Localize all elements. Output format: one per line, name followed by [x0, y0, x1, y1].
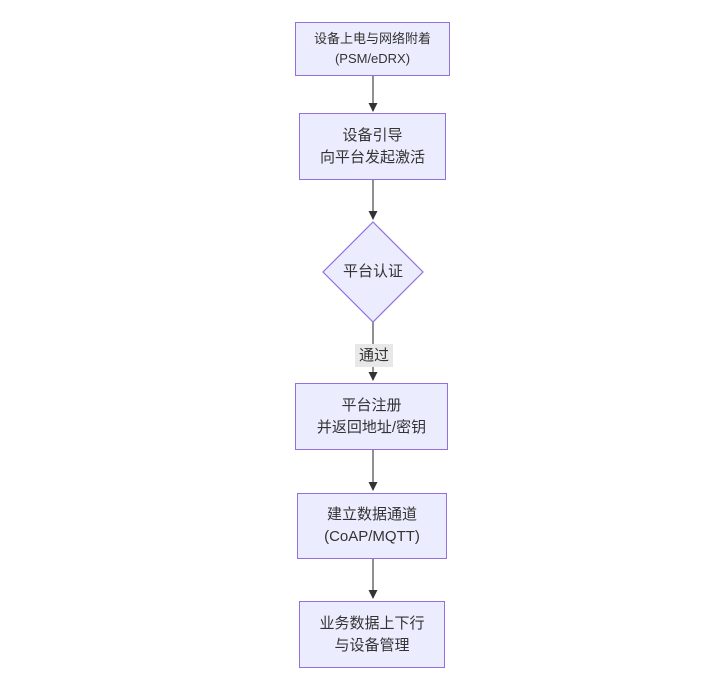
decision-platform-auth-shape	[322, 221, 424, 323]
node-service-data: 业务数据上下行 与设备管理	[299, 601, 445, 668]
node-text-line: (CoAP/MQTT)	[324, 528, 420, 545]
node-bootstrap: 设备引导 向平台发起激活	[299, 113, 446, 180]
decision-platform-auth-label: 平台认证	[342, 263, 403, 280]
node-power-attach: 设备上电与网络附着 (PSM/eDRX)	[295, 22, 450, 76]
node-text-line: 与设备管理	[334, 636, 410, 654]
node-text-line: 向平台发起激活	[319, 148, 425, 166]
node-text-line: 平台注册	[341, 396, 402, 414]
node-text-line: 设备上电与网络附着	[313, 31, 431, 46]
node-text-line: (PSM/eDRX)	[334, 51, 411, 66]
node-platform-register: 平台注册 并返回地址/密钥	[295, 383, 448, 450]
node-text-line: 并返回地址/密钥	[316, 418, 427, 436]
node-text-line: 建立数据通道	[326, 506, 417, 523]
node-text-line: 设备引导	[342, 126, 403, 144]
edge-label-pass: 通过	[355, 344, 393, 367]
node-text-line: 业务数据上下行	[319, 614, 425, 632]
node-data-channel: 建立数据通道 (CoAP/MQTT)	[297, 493, 447, 559]
